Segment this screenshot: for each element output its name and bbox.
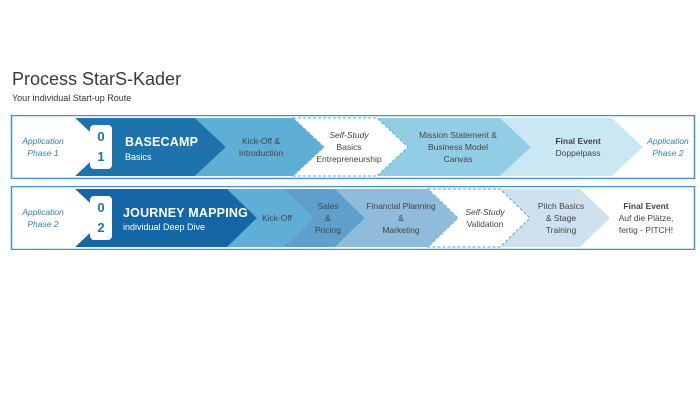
row-1-digit-1: 0 xyxy=(97,129,105,144)
row-1-phase-subtitle: Basics xyxy=(125,152,152,162)
row-1-step-kickoff-shape xyxy=(195,118,324,176)
row-2-shapes xyxy=(10,186,696,250)
row-2-step-kickoff-shape xyxy=(227,189,313,247)
row-2-step-planning-shape xyxy=(335,189,458,247)
row-2-step-financial-planning-marketing: Financial Planning&Marketing xyxy=(366,201,436,235)
row-2-start-shape xyxy=(14,189,106,247)
row-2-phase-shape xyxy=(75,189,257,247)
row-1-step-kickoff-introduction: Kick-Off &Introduction xyxy=(238,136,284,158)
row-1-end-shape xyxy=(612,118,682,176)
row-2-step-kickoff: Kick-Off xyxy=(261,213,293,223)
row-2-step-sales-shape xyxy=(283,189,365,247)
row-1-step-final-shape xyxy=(500,118,643,176)
row-2-step-final-shape xyxy=(600,189,682,247)
row-2-phase-subtitle: individual Deep Dive xyxy=(123,222,206,232)
row-1-phase-title: BASECAMP xyxy=(125,135,199,149)
row-2-step-sales-pricing: Sales&Pricing xyxy=(315,201,341,235)
page-subtitle: Your individual Start-up Route xyxy=(12,93,132,103)
row-1-digit-2: 1 xyxy=(97,149,105,164)
row-1-step-mission-shape xyxy=(377,118,531,176)
row-2-phase-title: JOURNEY MAPPING xyxy=(123,206,249,220)
row-2-step-pitch-shape xyxy=(500,189,610,247)
row-2-step-selfstudy-shape xyxy=(426,188,531,248)
row-1-start-shape xyxy=(14,118,106,176)
page-title: Process StarS-Kader xyxy=(12,69,182,89)
row-1-number-badge xyxy=(90,125,112,169)
row-1-shapes xyxy=(10,115,696,179)
row-2-digit-2: 2 xyxy=(97,220,105,235)
row-2-digit-1: 0 xyxy=(97,200,105,215)
row-2-number-badge xyxy=(90,196,112,240)
row-1-phase-shape xyxy=(75,118,226,176)
